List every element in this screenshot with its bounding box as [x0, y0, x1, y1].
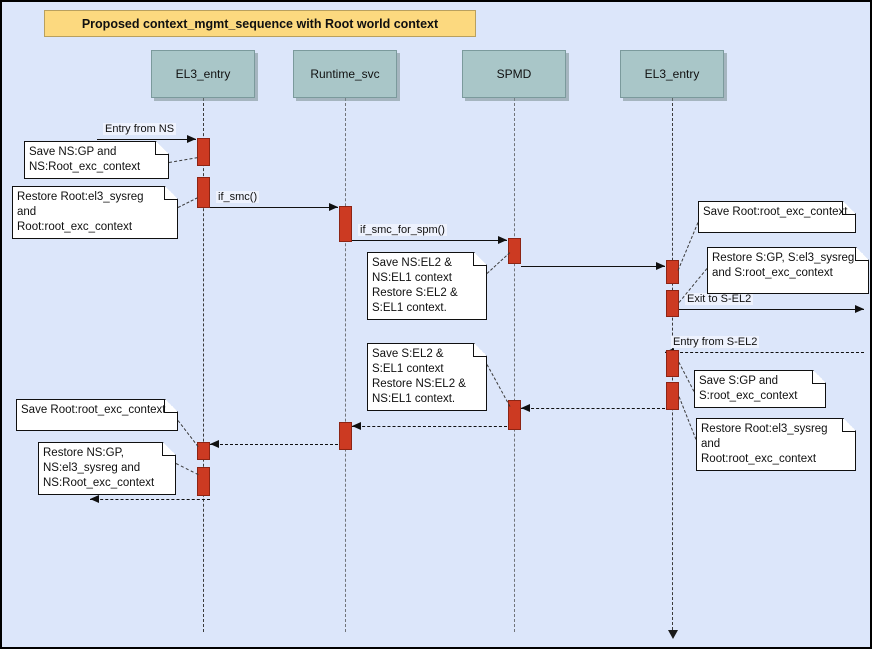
- message-line-m1: [97, 139, 196, 140]
- activation-bar-el3_right: [665, 382, 679, 410]
- activation-bar-spmd: [507, 400, 521, 430]
- note-connector-n9: [177, 420, 199, 447]
- note-n4: Save Root:root_exc_context: [698, 201, 856, 233]
- activation-bar-el3_right: [665, 350, 679, 377]
- lifeline-end-arrow-icon: [667, 630, 678, 639]
- note-text: Save S:GP and S:root_exc_context: [699, 375, 798, 402]
- note-text: Save Root:root_exc_context: [21, 404, 166, 416]
- note-fold-corner-icon: [473, 343, 487, 357]
- lifeline-runtime_svc: [345, 98, 346, 632]
- activation-bar-runtime_svc: [338, 206, 352, 242]
- note-text: Save NS:GP and NS:Root_exc_context: [29, 146, 141, 173]
- message-line-m3: [352, 240, 507, 241]
- participant-runtime_svc[interactable]: Runtime_svc: [293, 50, 397, 98]
- note-fold-corner-icon: [842, 418, 856, 432]
- note-connector-n2: [177, 197, 199, 208]
- activation-bar-el3_right: [665, 290, 679, 317]
- note-text: Restore Root:el3_sysreg and Root:root_ex…: [17, 191, 144, 233]
- message-label-m5: Exit to S-EL2: [685, 293, 754, 305]
- activation-bar-el3_left: [196, 177, 210, 208]
- note-fold-corner-icon: [162, 442, 176, 456]
- note-n7: Save S:GP and S:root_exc_context: [694, 370, 826, 408]
- note-fold-corner-icon: [164, 399, 178, 413]
- lifeline-spmd: [514, 98, 515, 632]
- note-connector-n1: [168, 157, 199, 163]
- message-arrowhead-icon: [656, 262, 665, 270]
- message-label-m3: if_smc_for_spm(): [358, 224, 447, 236]
- participant-el3_right[interactable]: EL3_entry: [620, 50, 724, 98]
- note-n10: Restore NS:GP, NS:el3_sysreg and NS:Root…: [38, 442, 176, 495]
- activation-bar-el3_left: [196, 467, 210, 496]
- message-line-m9: [210, 444, 338, 445]
- note-fold-corner-icon: [164, 186, 178, 200]
- lifeline-el3_left: [203, 98, 204, 632]
- message-line-m2: [210, 207, 338, 208]
- note-n9: Save Root:root_exc_context: [16, 399, 178, 431]
- note-fold-corner-icon: [473, 252, 487, 266]
- participant-label: EL3_entry: [644, 67, 700, 81]
- note-connector-n7: [678, 362, 695, 392]
- participant-label: EL3_entry: [175, 67, 231, 81]
- participant-label: SPMD: [496, 67, 532, 81]
- message-arrowhead-icon: [210, 440, 219, 448]
- message-line-m8: [352, 426, 507, 427]
- message-label-m1: Entry from NS: [103, 123, 177, 135]
- message-arrowhead-icon: [352, 422, 361, 430]
- note-connector-n6: [486, 364, 511, 407]
- note-text: Restore S:GP, S:el3_sysreg and S:root_ex…: [712, 252, 855, 279]
- note-n5: Restore S:GP, S:el3_sysreg and S:root_ex…: [707, 247, 869, 294]
- activation-bar-spmd: [507, 238, 521, 264]
- note-text: Save NS:EL2 & NS:EL1 context Restore S:E…: [372, 257, 458, 314]
- message-arrowhead-icon: [187, 135, 196, 143]
- diagram-title: Proposed context_mgmt_sequence with Root…: [44, 10, 476, 37]
- note-text: Restore NS:GP, NS:el3_sysreg and NS:Root…: [43, 447, 155, 489]
- note-text: Save Root:root_exc_context: [703, 206, 848, 218]
- activation-bar-el3_left: [196, 442, 210, 460]
- note-n2: Restore Root:el3_sysreg and Root:root_ex…: [12, 186, 178, 239]
- note-fold-corner-icon: [842, 201, 856, 215]
- message-line-m10: [90, 499, 210, 500]
- message-line-m5: [679, 309, 864, 310]
- message-line-m7: [521, 408, 665, 409]
- participant-el3_left[interactable]: EL3_entry: [151, 50, 255, 98]
- message-arrowhead-icon: [90, 495, 99, 503]
- participant-label: Runtime_svc: [310, 67, 380, 81]
- message-arrowhead-icon: [855, 305, 864, 313]
- activation-bar-el3_right: [665, 260, 679, 284]
- note-fold-corner-icon: [812, 370, 826, 384]
- message-line-m6: [665, 352, 864, 353]
- activation-bar-runtime_svc: [338, 422, 352, 450]
- participant-spmd[interactable]: SPMD: [462, 50, 566, 98]
- note-n3: Save NS:EL2 & NS:EL1 context Restore S:E…: [367, 252, 487, 320]
- note-n6: Save S:EL2 & S:EL1 context Restore NS:EL…: [367, 343, 487, 411]
- note-n8: Restore Root:el3_sysreg and Root:root_ex…: [696, 418, 856, 471]
- note-text: Restore Root:el3_sysreg and Root:root_ex…: [701, 423, 828, 465]
- note-connector-n10: [175, 463, 199, 475]
- message-label-m6: Entry from S-EL2: [671, 336, 760, 348]
- message-label-m2: if_smc(): [216, 191, 260, 203]
- activation-bar-el3_left: [196, 138, 210, 166]
- message-arrowhead-icon: [498, 236, 507, 244]
- note-text: Save S:EL2 & S:EL1 context Restore NS:EL…: [372, 348, 466, 405]
- note-n1: Save NS:GP and NS:Root_exc_context: [24, 141, 169, 179]
- note-connector-n4: [677, 222, 699, 271]
- note-fold-corner-icon: [855, 247, 869, 261]
- message-arrowhead-icon: [329, 203, 338, 211]
- message-arrowhead-icon: [521, 404, 530, 412]
- note-fold-corner-icon: [155, 141, 169, 155]
- message-line-m4: [521, 266, 665, 267]
